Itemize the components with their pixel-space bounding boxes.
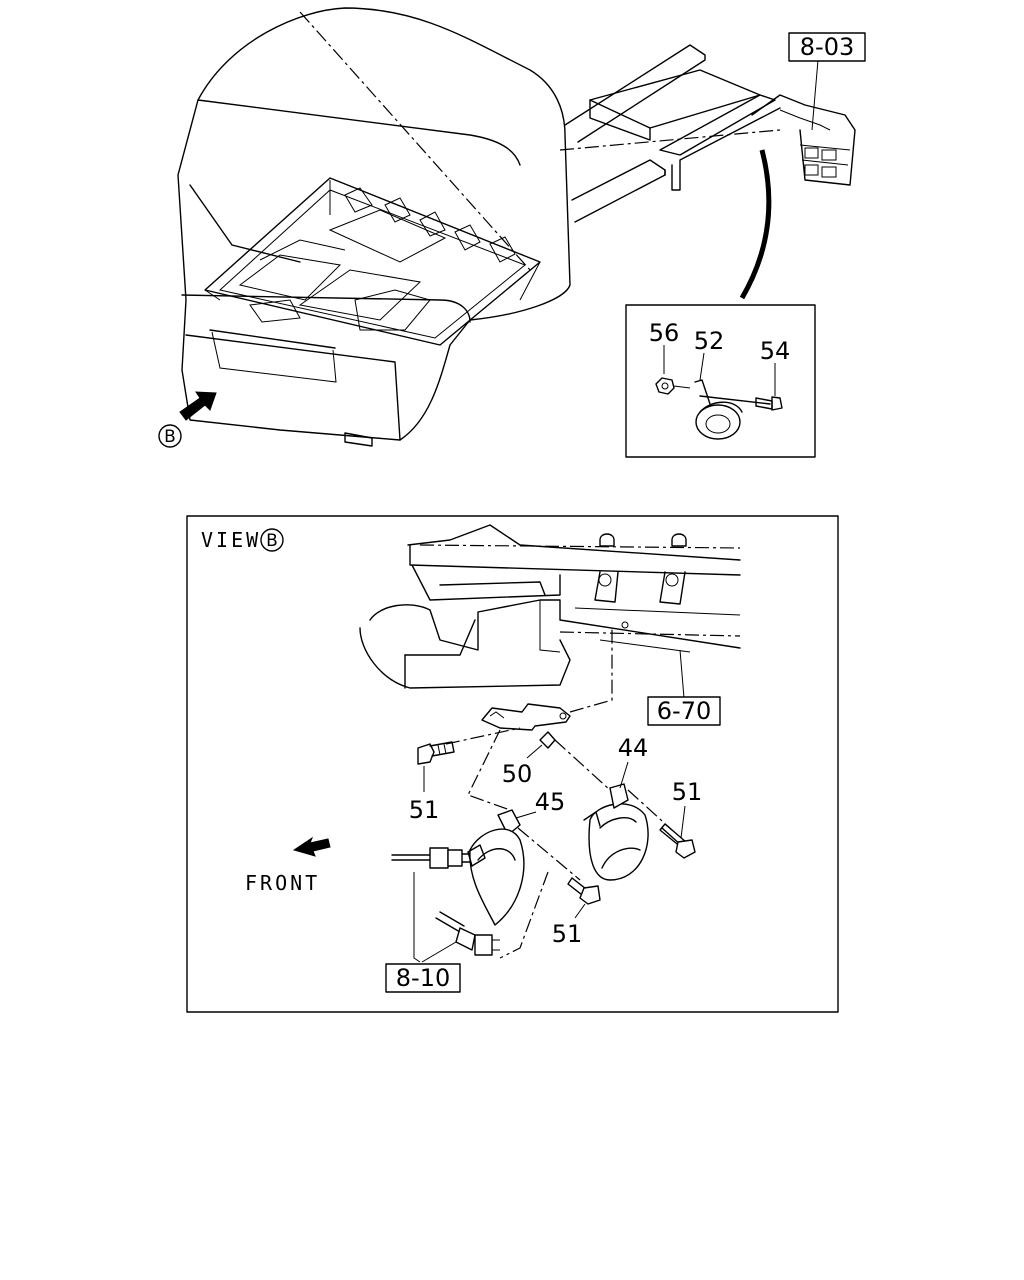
ref-box-8-10: 8-10	[385, 963, 461, 993]
ref-box-8-03: 8-03	[788, 32, 866, 62]
view-b-marker: B	[158, 424, 182, 448]
cab-overview	[177, 7, 856, 447]
view-b-panel	[186, 515, 839, 1013]
callout-52: 52	[694, 327, 725, 355]
horn-left	[467, 809, 581, 959]
frame-rail-view	[359, 524, 741, 699]
horn-bracket	[445, 628, 613, 811]
view-b-title-marker: B	[260, 528, 284, 552]
front-arrow	[292, 836, 331, 857]
horn-inset	[625, 304, 816, 458]
callout-51-right: 51	[672, 778, 703, 806]
view-b-marker-letter: B	[164, 427, 176, 447]
ref-box-8-10-label: 8-10	[396, 964, 450, 992]
callout-44: 44	[618, 734, 649, 762]
ref-box-6-70: 6-70	[647, 696, 721, 726]
front-label: FRONT	[245, 871, 320, 895]
ref-box-6-70-label: 6-70	[657, 697, 711, 725]
callout-45: 45	[535, 788, 566, 816]
view-b-title-marker-letter: B	[266, 531, 278, 551]
callout-56: 56	[649, 319, 680, 347]
horn-right	[583, 783, 673, 881]
bolt-lower	[567, 877, 601, 905]
ref-box-8-03-label: 8-03	[800, 33, 854, 61]
callout-54: 54	[760, 337, 791, 365]
view-b-title: VIEW	[201, 528, 261, 552]
harness-connectors	[391, 847, 500, 963]
bolt-right	[659, 823, 696, 859]
bolt-upper-left	[417, 741, 455, 765]
callout-50: 50	[502, 760, 533, 788]
callout-51-lower: 51	[552, 920, 583, 948]
callout-51-upper-left: 51	[409, 796, 440, 824]
